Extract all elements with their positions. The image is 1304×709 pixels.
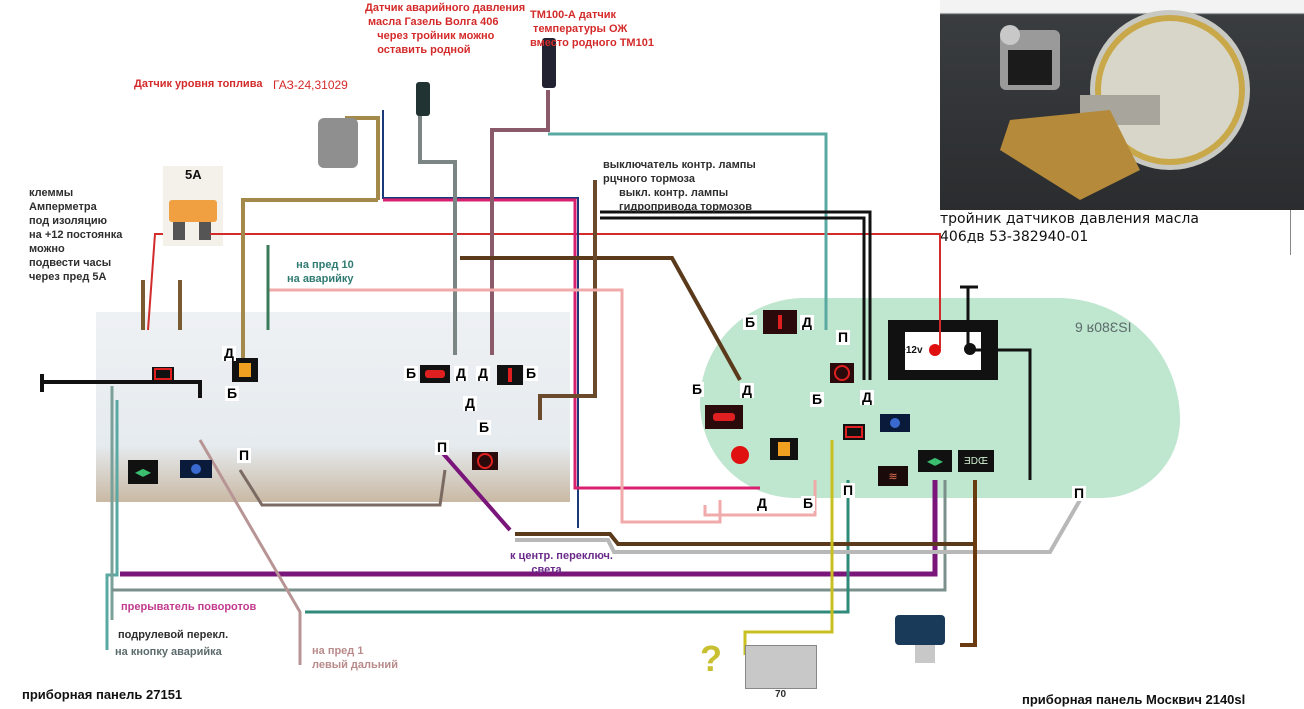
terminal-b: Б xyxy=(524,365,539,381)
wire-black-left xyxy=(40,374,202,398)
switch-lamp-icon xyxy=(915,645,935,663)
wire-olive-fuel-sensor xyxy=(345,116,380,200)
wire-brown-center xyxy=(515,480,977,546)
wire-ammeter-lead xyxy=(141,280,182,330)
turn-breaker-label: прерыватель поворотов xyxy=(121,601,257,613)
fuse-blade-icon xyxy=(199,222,211,240)
wire-brown xyxy=(460,256,742,381)
wire-rose xyxy=(198,439,302,665)
parking-lights-icon: ƎDŒ xyxy=(958,450,994,472)
wire-magenta xyxy=(383,198,760,490)
oil-pressure-sensor-icon xyxy=(416,82,430,116)
terminal-p: П xyxy=(841,482,856,498)
panel-left-title: приборная панель 27151 xyxy=(22,687,183,702)
temp-warning-icon xyxy=(497,365,523,385)
turn-signal-icon: ◂▸ xyxy=(128,460,158,484)
question-mark: ? xyxy=(700,638,722,679)
panel-serial: 9 ʁ08ƐSI xyxy=(1075,319,1132,335)
fuel-warning-icon xyxy=(770,438,798,460)
terminal-b: Б xyxy=(477,419,492,435)
oil-pressure-tee-photo xyxy=(940,0,1304,210)
fuel-level-model: ГАЗ-24,31029 xyxy=(273,78,348,92)
terminal-d: Д xyxy=(222,345,236,361)
battery-warning-icon xyxy=(152,367,174,381)
terminal-p: П xyxy=(435,439,450,455)
coolant-temp-sensor-icon xyxy=(542,38,556,88)
wire-brown-brake xyxy=(538,180,597,420)
plus12-dot xyxy=(929,344,941,356)
column-switch-label: подрулевой перекл. xyxy=(118,629,229,641)
wire-lightgray-center xyxy=(515,499,1082,554)
wire-navy xyxy=(382,110,579,528)
wire-olive-fuel xyxy=(241,198,378,360)
wire-teal-temp xyxy=(548,132,828,330)
wire-brown-switch xyxy=(960,480,977,647)
terminal-p: П xyxy=(1072,485,1087,501)
fuel-level-sensor-label: Датчик уровня топлива xyxy=(134,78,263,90)
terminal-b: Б xyxy=(690,381,705,397)
fuse-rating: 5A xyxy=(185,167,202,182)
plus12v-label: +12v xyxy=(900,345,923,356)
terminal-p: П xyxy=(237,447,252,463)
temp-warning-icon xyxy=(763,310,797,334)
terminal-d: Д xyxy=(740,382,754,398)
ground-dot xyxy=(964,343,976,355)
wire-black-brake xyxy=(600,210,872,380)
battery-warning-icon xyxy=(843,424,865,440)
terminal-d: Д xyxy=(463,395,477,411)
wire-gray-oil xyxy=(418,100,457,355)
hydro-brake-switch-label: выкл. контр. лампы гидропривода тормозов xyxy=(619,187,753,213)
ammeter-note: клеммы Амперметра под изоляцию на +12 по… xyxy=(29,187,123,283)
relay-icon xyxy=(745,645,817,689)
brake-warning-icon xyxy=(472,452,498,470)
fuse-5a: 5A xyxy=(163,166,223,246)
hazard-button-label: на кнопку аварийка xyxy=(115,646,222,658)
high-beam-icon xyxy=(880,414,910,432)
terminal-b: Б xyxy=(404,365,419,381)
tee-photo-illustration xyxy=(1000,10,1250,200)
terminal-d: Д xyxy=(755,495,769,511)
turn-signal-icon: ◂▸ xyxy=(918,450,952,472)
high-beam-icon xyxy=(180,460,212,478)
wire-mauve-temp xyxy=(490,90,550,355)
terminal-d: Д xyxy=(454,365,468,381)
terminal-b: Б xyxy=(225,385,240,401)
terminal-b: Б xyxy=(801,495,816,511)
wire-gray-p xyxy=(238,469,447,507)
tee-caption-line2: 406дв 53-382940-01 xyxy=(940,229,1089,245)
center-light-switch-label: к центр. переключ. света xyxy=(510,550,613,576)
fuse-body-icon xyxy=(169,200,217,222)
wire-yellow xyxy=(743,440,834,655)
oil-pressure-sensor-label: Датчик аварийного давления масла Газель … xyxy=(365,2,526,56)
fuel-level-sensor-icon xyxy=(318,118,358,168)
rear-defrost-icon: ≋ xyxy=(878,466,908,486)
oil-warning-icon xyxy=(420,365,450,383)
wire-black-ground xyxy=(960,285,1032,480)
terminal-d: Д xyxy=(860,389,874,405)
wire-purple xyxy=(120,480,938,577)
fuse10-note: на пред 10 на аварийку xyxy=(287,259,354,285)
hazard-switch-icon xyxy=(895,615,945,645)
wire-purple-2 xyxy=(438,448,512,532)
fuel-warning-icon xyxy=(232,358,258,382)
tee-caption-line1: тройник датчиков давления масла xyxy=(940,211,1199,227)
coolant-temp-sensor-label: ТМ100-А датчик температуры ОЖ вместо род… xyxy=(530,9,654,49)
wire-gray-long xyxy=(112,480,947,592)
tee-caption: тройник датчиков давления масла 406дв 53… xyxy=(940,210,1291,255)
fuse-blade-icon xyxy=(173,222,185,240)
terminal-p: П xyxy=(836,329,851,345)
terminal-d: Д xyxy=(800,314,814,330)
oil-warning-icon xyxy=(705,405,743,429)
terminal-d: Д xyxy=(476,365,490,381)
terminal-b: Б xyxy=(810,391,825,407)
relay-number: 70 xyxy=(775,689,787,700)
fuse1-note: на пред 1 левый дальний xyxy=(312,645,398,671)
panel-right-title: приборная панель Москвич 2140sl xyxy=(1022,692,1246,707)
warning-lamp-dot xyxy=(731,446,749,464)
handbrake-switch-label: выключатель контр. лампы рцчного тормоза xyxy=(603,159,756,185)
wire-teal-bottom xyxy=(305,480,850,614)
terminal-b: Б xyxy=(743,314,758,330)
brake-warning-icon xyxy=(830,363,854,383)
